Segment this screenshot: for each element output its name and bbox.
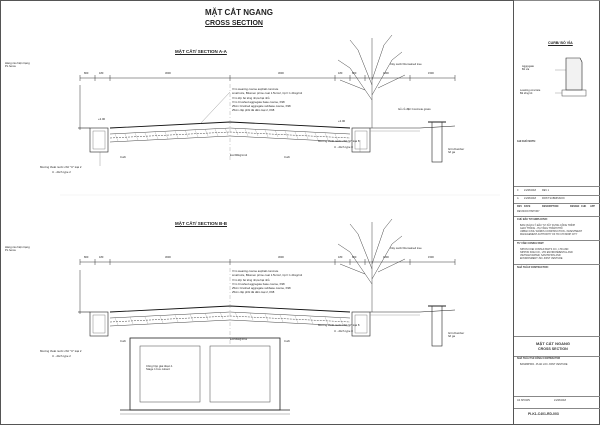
notes-header: GHI CHÚ/ NOTE:: [517, 140, 536, 143]
layer-b-2: small size, Bitumen prime coat 1.5L/m2, …: [232, 273, 303, 278]
section-b-drain-left2: U - ditch type 2: [52, 354, 71, 358]
rev-col-1: REV: [517, 205, 522, 208]
section-b-label: MẶT CẮT/ SECTION B-B: [175, 221, 227, 226]
section-b-graphics: [78, 259, 456, 415]
section-a-curb-left: Curb: [120, 155, 127, 159]
rev-row-1-no: 0: [517, 189, 519, 192]
rev-col-6: APP: [590, 205, 595, 208]
rev-col-2: DATE: [524, 205, 531, 208]
section-b-grit: Grit chamber hố ga: [448, 331, 465, 338]
title-block: GHI CHÚ/ NOTE: 0 21/08/2018 REV 1 A 21/0…: [513, 0, 600, 425]
title-vi: MẶT CẮT NGANG: [205, 8, 273, 17]
dim-b-6: 800: [352, 256, 357, 259]
section-b-layer-notes: 7cm wearing course asphalt concrete smal…: [232, 270, 302, 294]
layer-a-3: 7cm lớp bê tông nhựa hạt nhỏ: [232, 95, 270, 100]
rev-row-1-date: 21/08/2018: [524, 189, 536, 192]
section-a-drain-right2: U - ditch type 8: [334, 145, 353, 149]
contractor-header: NHÀ THẦU/ CONTRACTOR:: [517, 266, 549, 269]
dim-a-3: 3000: [165, 72, 171, 75]
curb-detail-title: CURB/ BÓ VỈA: [548, 41, 573, 45]
section-b-curb-right: Curb: [284, 339, 291, 343]
title-en: CROSS SECTION: [205, 20, 263, 27]
section-b-tree-note: Cây xanh/ Remained tree: [390, 246, 422, 250]
section-b-curb-left: Curb: [120, 339, 127, 343]
layer-a-5: 25cm Crushed aggregate subbase course, K…: [232, 104, 291, 109]
section-a-curb-right: Curb: [284, 155, 291, 159]
dim-b-2: 180: [99, 256, 104, 259]
rev-history-label: REVISION HISTORY: [517, 210, 540, 213]
dim-b-8: 1500: [428, 256, 434, 259]
layer-b-6: 25cm cấp phối đá dăm loại 2, K98: [232, 290, 275, 295]
section-a-label: MẶT CẮT/ SECTION A-A: [175, 49, 227, 54]
rev-row-1-desc: REV 1: [542, 189, 549, 192]
dim-a-5: 180: [338, 72, 343, 75]
client-header: CHỦ ĐẦU TƯ/ EMPLOYER:: [517, 218, 548, 221]
section-a-drain-left2: U - ditch type 2: [52, 170, 71, 174]
dim-b-1: 800: [84, 256, 89, 259]
client-name: BAN QUẢN LÝ ĐẦU TƯ XÂY DỰNG CÔNG TRÌNH G…: [520, 224, 583, 237]
layer-b-1: 7cm wearing course asphalt concrete: [232, 269, 279, 273]
curb-detail-aggregate: Aggregate Bó vỉa: [522, 65, 534, 71]
dim-a-8: 1500: [428, 72, 434, 75]
rev-row-2-date: 21/08/2018: [524, 197, 536, 200]
section-b-eo: Eo=90kg/cm2: [230, 337, 248, 341]
section-a-grating: Gỏ cỏ đặt/ Concrete grass: [398, 107, 431, 111]
dim-b-7: 1800: [383, 256, 389, 259]
layer-b-3: 7cm lớp bê tông nhựa hạt nhỏ: [232, 277, 270, 282]
dim-b-3: 3000: [165, 256, 171, 259]
section-b-fence-note: Hàng rào hiện trạng PL fence: [5, 245, 30, 252]
rev-row-2-desc: FIRST SUBMISSION: [542, 197, 565, 200]
rev-row-2-no: A: [517, 197, 519, 200]
dim-a-7: 1800: [383, 72, 389, 75]
section-a-elev-right: +2.00: [338, 119, 346, 123]
drawing-title-en: CROSS SECTION: [538, 347, 568, 351]
dim-a-6: 800: [352, 72, 357, 75]
dim-a-4: 3000: [278, 72, 284, 75]
layer-a-2: small size, Bitumen prime coat 1.5L/m2, …: [232, 91, 303, 96]
layer-b-4: 7cm Crushed aggregate base course, K98: [232, 281, 285, 286]
dim-b-4: 3000: [278, 256, 284, 259]
dim-b-5: 180: [338, 256, 343, 259]
dim-a-2: 180: [99, 72, 104, 75]
layer-b-5: 25cm Crushed aggregate subbase course, K…: [232, 286, 291, 291]
tree-b: [337, 218, 406, 312]
section-a-tree-note: Cây xanh/ Remained tree: [390, 62, 422, 66]
layer-a-1: 7cm wearing course asphalt concrete: [232, 87, 279, 91]
section-b-culvert: Cống hộp giai đoạn 1 Stage 1 box culvert: [146, 364, 173, 371]
section-a-elev-left: +2.00: [98, 117, 106, 121]
section-a-fence-note: Hàng rào hiện trạng PL fence: [5, 61, 30, 68]
layer-a-6: 25cm cấp phối đá dăm loại 2, K98: [232, 108, 275, 113]
section-a-eo: Eo=90kg/cm2: [230, 153, 248, 157]
consultant-name: NIHON KOEI CONSULTANTS CO., LTD AND NIPP…: [520, 248, 573, 261]
section-a-layer-notes: 7cm wearing course asphalt concrete smal…: [232, 88, 302, 112]
consultant-header: TƯ VẤN/ CONSULTANT:: [517, 242, 545, 245]
drawing-number: PI-K1-C401-RD-003: [528, 412, 559, 416]
section-a-grit: Grit chamber hố ga: [448, 147, 465, 154]
drawing-title-vi: MẶT CẮT NGANG: [536, 341, 570, 346]
subcontractor-label: NHÀ THẦU THI CÔNG/ CONTRACTOR: [517, 357, 561, 360]
section-a-drain-left: Mương thoát nước chữ "U" loại 2: [40, 165, 82, 169]
rev-col-4: DESIGN: [570, 205, 580, 208]
section-b-drain-right: Mương thoát nước chữ "U" loại 8: [318, 323, 360, 327]
tree-a: [337, 34, 406, 128]
section-a-graphics: [78, 75, 456, 166]
curb-detail-graphics: [555, 57, 587, 97]
layer-a-4: 7cm Crushed aggregate base course, K98: [232, 99, 285, 104]
scale-value: AS SHOWN: [517, 399, 531, 402]
section-a-drain-right: Mương thoát nước chữ "U" loại 8: [318, 139, 360, 143]
curb-detail-leveling: Leveling concrete Bê tông lót: [520, 89, 541, 95]
dim-a-1: 800: [84, 72, 89, 75]
section-b-drain-right2: U - ditch type 8: [334, 329, 353, 333]
rev-col-5: CHK: [581, 205, 587, 208]
project-name: BANMRHIPA - PLAN LOC JOINT VENTURE: [520, 363, 568, 366]
date-value: 21/08/2018: [554, 399, 566, 402]
section-b-drain-left: Mương thoát nước chữ "U" loại 2: [40, 349, 82, 353]
rev-col-3: DESCRIPTION: [542, 205, 559, 208]
